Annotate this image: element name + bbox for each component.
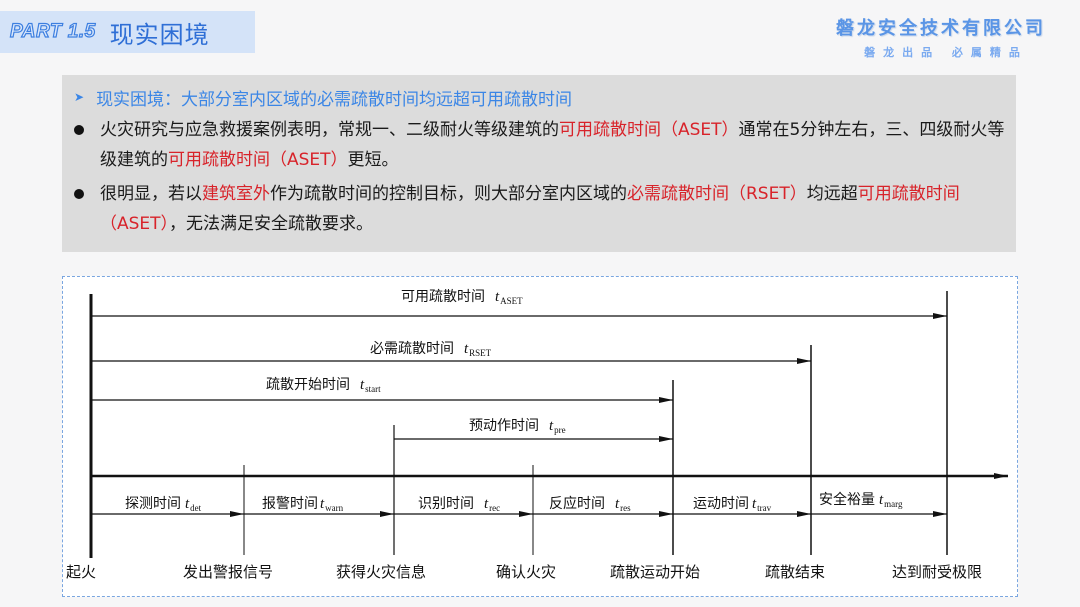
text-segment: 均远超: [806, 184, 858, 204]
content-box: ➤ 现实困境：大部分室内区域的必需疏散时间均远超可用疏散时间 火灾研究与应急救援…: [62, 75, 1016, 252]
bullet-dot-icon: [74, 125, 84, 135]
text-segment: 火灾研究与应急救援案例表明，常规一、二级耐火等级建筑的: [100, 120, 559, 140]
page-title: 现实困境: [109, 20, 210, 49]
highlight-segment: 可用疏散时间（ASET）: [559, 120, 739, 140]
section-title-bar: PART 1.5 现实困境: [0, 11, 255, 53]
bullet-text: 很明显，若以建筑室外作为疏散时间的控制目标，则大部分室内区域的必需疏散时间（RS…: [100, 179, 1010, 239]
text-segment: 作为疏散时间的控制目标，则大部分室内区域的: [270, 184, 627, 204]
brand-slogan: 磐龙出品 必属精品: [864, 46, 1028, 59]
bullet-item: 火灾研究与应急救援案例表明，常规一、二级耐火等级建筑的可用疏散时间（ASET）通…: [74, 115, 1016, 175]
highlight-segment: 必需疏散时间（RSET）: [627, 184, 807, 204]
event-label: 发出警报信号: [183, 563, 274, 581]
highlight-segment: 可用疏散时间（ASET）: [100, 184, 960, 234]
text-segment: 通常在5分钟左右，三、四级耐火等级建筑的: [100, 120, 1005, 170]
highlight-segment: 建筑室外: [202, 184, 270, 204]
diagram-lines: [89, 291, 1008, 558]
event-label: 疏散运动开始: [610, 563, 701, 581]
text-segment: 更短。: [347, 150, 399, 170]
event-label: 确认火灾: [496, 563, 557, 581]
bullet-dot-icon: [74, 189, 84, 199]
event-label: 疏散结束: [765, 563, 826, 581]
arrow-bullet-icon: ➤: [74, 90, 85, 104]
part-label: PART 1.5: [9, 20, 96, 42]
event-label: 起火: [66, 563, 97, 581]
brand-name: 磐龙安全技术有限公司: [836, 18, 1046, 39]
headline-text: 现实困境：大部分室内区域的必需疏散时间均远超可用疏散时间: [96, 89, 573, 110]
event-label: 达到耐受极限: [892, 563, 983, 581]
event-label: 获得火灾信息: [336, 563, 427, 581]
text-segment: ，无法满足安全疏散要求。: [169, 214, 374, 234]
bullet-text: 火灾研究与应急救援案例表明，常规一、二级耐火等级建筑的可用疏散时间（ASET）通…: [100, 115, 1010, 175]
bullet-item: 很明显，若以建筑室外作为疏散时间的控制目标，则大部分室内区域的必需疏散时间（RS…: [74, 179, 1016, 239]
highlight-segment: 可用疏散时间（ASET）: [168, 150, 348, 170]
brand-logo: 磐龙安全技术有限公司 磐龙出品 必属精品: [826, 14, 1056, 60]
text-segment: 很明显，若以: [100, 184, 202, 204]
headline: ➤ 现实困境：大部分室内区域的必需疏散时间均远超可用疏散时间: [74, 83, 1016, 111]
